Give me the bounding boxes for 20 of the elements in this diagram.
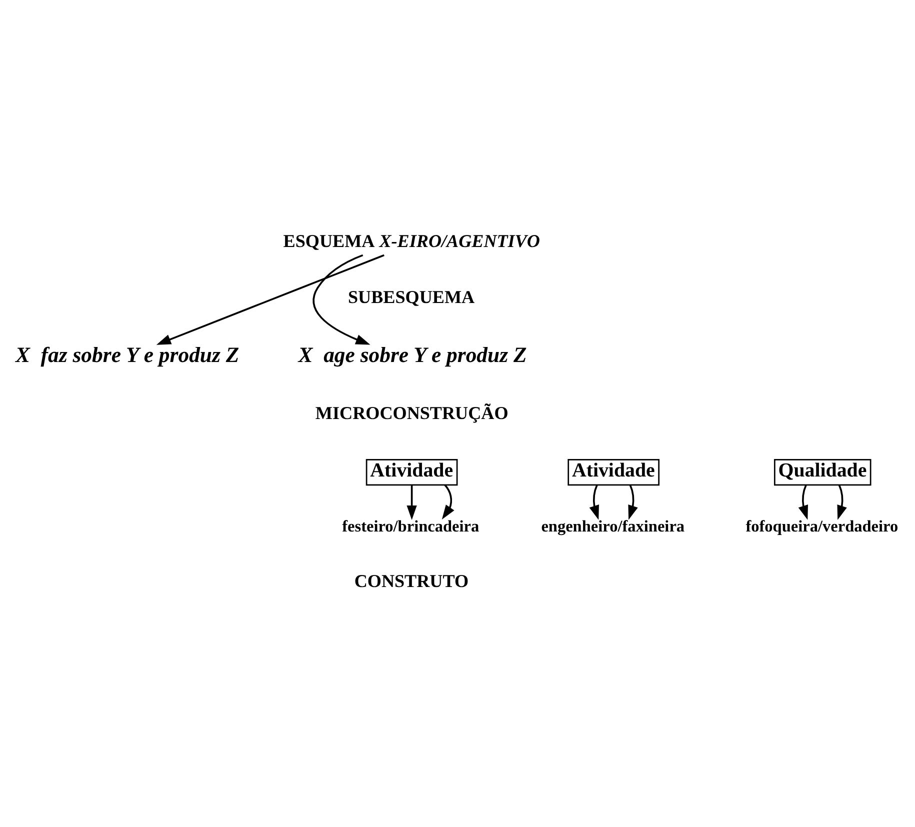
- arrow: [442, 484, 454, 520]
- arrow: [406, 485, 417, 520]
- node-box: Atividade: [568, 458, 660, 486]
- label: MICROCONSTRUÇÃO: [315, 402, 508, 423]
- node-text: X faz sobre Y e produz Z: [15, 343, 240, 368]
- arrow: [837, 484, 847, 520]
- arrow: [312, 254, 370, 345]
- arrow: [156, 254, 384, 345]
- node-text: X age sobre Y e produz Z: [298, 343, 527, 368]
- label: SUBESQUEMA: [348, 287, 475, 308]
- arrow: [798, 484, 808, 520]
- node-text: ESQUEMA X-EIRO/AGENTIVO: [283, 231, 540, 251]
- node-text: engenheiro/faxineira: [541, 516, 685, 536]
- node-box: Atividade: [366, 458, 458, 486]
- node-text: festeiro/brincadeira: [342, 516, 480, 536]
- node-box: Qualidade: [774, 458, 872, 486]
- arrow: [628, 484, 638, 520]
- node-text: fofoqueira/verdadeiro: [746, 516, 898, 536]
- label: CONSTRUTO: [354, 571, 469, 592]
- arrow: [589, 484, 599, 520]
